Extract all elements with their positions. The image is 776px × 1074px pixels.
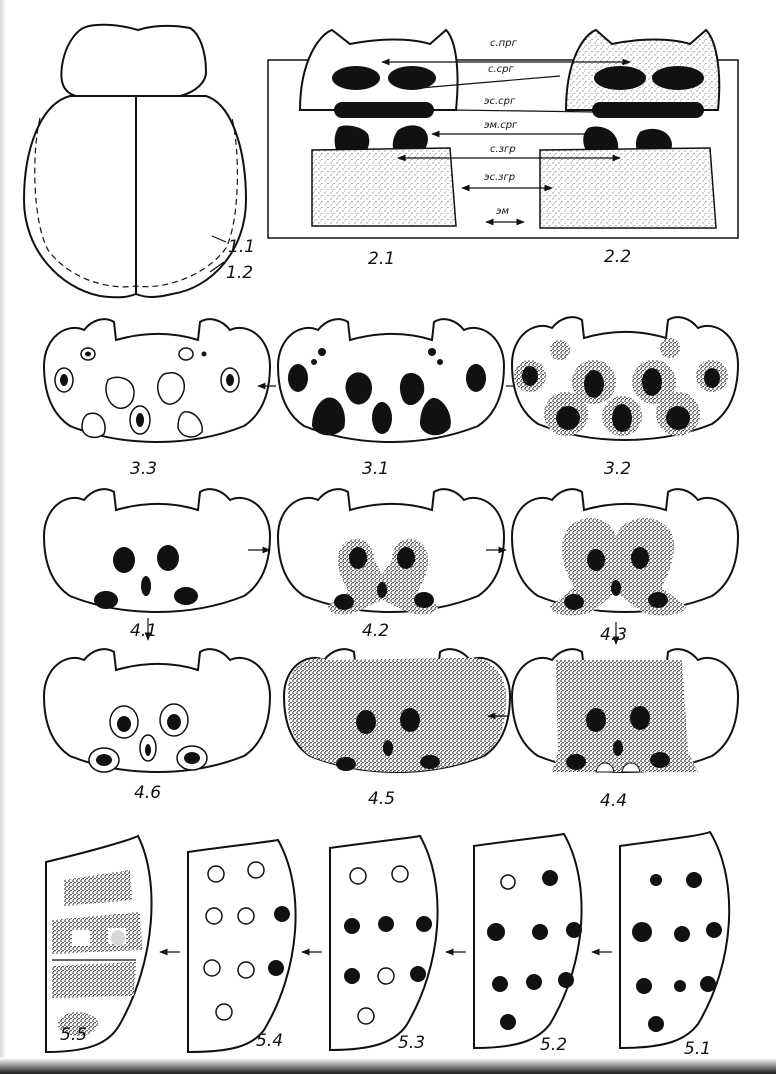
label-4-4: 4.4: [600, 791, 627, 811]
label-5-5: 5.5: [60, 1025, 87, 1045]
figure-3-1: [278, 319, 504, 442]
abbr-c-zgr: с.згр: [490, 144, 516, 155]
figure-4-5: [284, 649, 510, 772]
label-3-1: 3.1: [362, 459, 389, 479]
abbr-es-zgr: эс.згр: [484, 172, 515, 183]
label-5-1: 5.1: [684, 1039, 711, 1059]
label-3-3: 3.3: [130, 459, 157, 479]
scan-bottom-edge: [0, 1058, 776, 1074]
figure-5-1: [620, 832, 729, 1048]
label-5-4: 5.4: [256, 1031, 283, 1051]
figure-5-2: [474, 834, 582, 1048]
figure-5-4: [188, 840, 296, 1052]
figure-3-3: [44, 319, 270, 442]
figure-4-6: [44, 649, 270, 772]
label-4-6: 4.6: [134, 783, 161, 803]
label-2-2: 2.2: [604, 247, 631, 267]
figure-4-4: [512, 649, 738, 772]
figure-2-thorax: с.прг с.срг эс.срг эм.срг с.згр эс.згр э…: [268, 30, 738, 269]
figure-4-2: [278, 489, 504, 614]
label-5-2: 5.2: [540, 1035, 567, 1055]
label-4-5: 4.5: [368, 789, 395, 809]
label-4-1: 4.1: [130, 621, 157, 641]
figure-4-3: [512, 489, 738, 615]
figure-5-3: [330, 836, 438, 1050]
scan-left-edge: [0, 0, 6, 1074]
figure-1-beetle: 1.1 1.2: [24, 25, 255, 298]
abbr-c-prg: с.прг: [490, 38, 518, 49]
label-1-1: 1.1: [228, 237, 255, 257]
abbr-es-srg: эс.срг: [484, 96, 516, 107]
abbr-c-srg: с.срг: [488, 64, 515, 75]
label-4-3: 4.3: [600, 625, 627, 645]
figure-4-1: [44, 489, 270, 612]
figure-5-5: [46, 836, 152, 1052]
label-4-2: 4.2: [362, 621, 389, 641]
label-1-2: 1.2: [226, 263, 253, 283]
figure-3-2: [512, 317, 738, 440]
abbr-em-srg: эм.срг: [484, 120, 518, 131]
label-5-3: 5.3: [398, 1033, 425, 1053]
label-2-1: 2.1: [368, 249, 395, 269]
label-3-2: 3.2: [604, 459, 631, 479]
abbr-em: эм: [496, 206, 509, 217]
